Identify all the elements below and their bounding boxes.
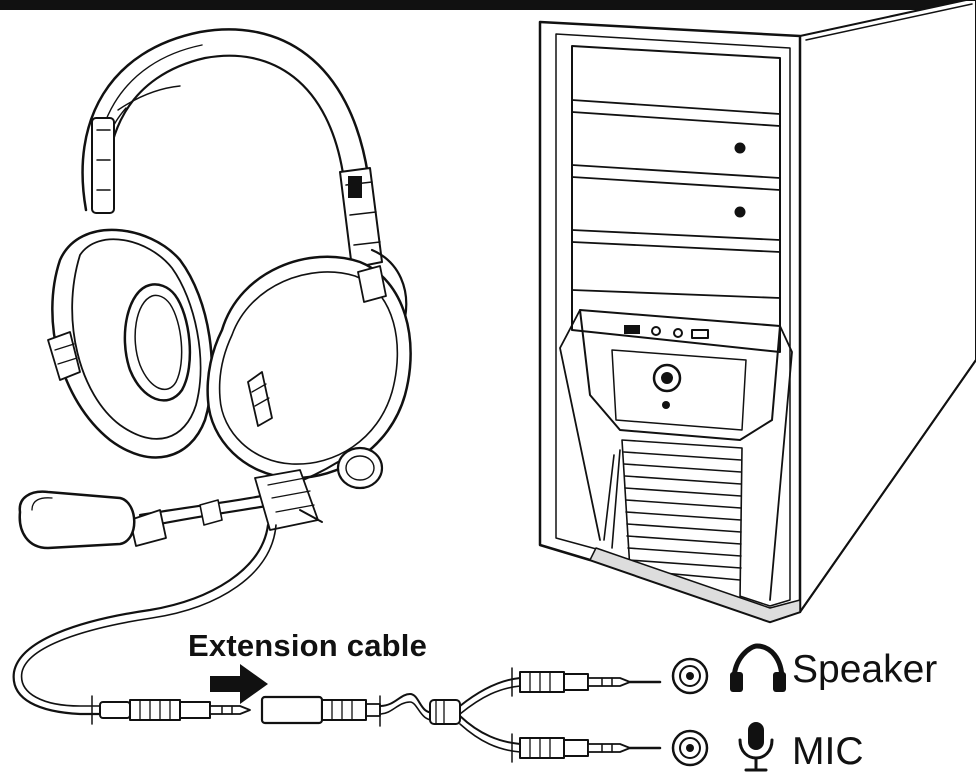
headset-plug (100, 700, 250, 720)
extension-cable-label: Extension cable (188, 628, 427, 664)
headphones-icon (730, 646, 786, 692)
mic-label: MIC (792, 730, 864, 774)
headset-mic-knob (338, 448, 382, 488)
headset (14, 29, 411, 714)
extension-socket (262, 697, 380, 723)
pc-bay-button-2 (736, 208, 745, 217)
speaker-label: Speaker (792, 648, 937, 692)
mic-plug (520, 738, 660, 758)
speaker-plug (520, 672, 660, 692)
microphone-icon (740, 722, 772, 770)
speaker-jack (673, 659, 707, 693)
mic-jack (673, 731, 707, 765)
top-border-bar (0, 0, 976, 10)
pc-bay-button-1 (736, 144, 745, 153)
pc-side-panel (800, 0, 976, 612)
y-splitter (430, 700, 460, 724)
right-arrow-icon (210, 664, 268, 704)
pc-tower (540, 0, 976, 622)
cable-assembly (92, 668, 660, 762)
